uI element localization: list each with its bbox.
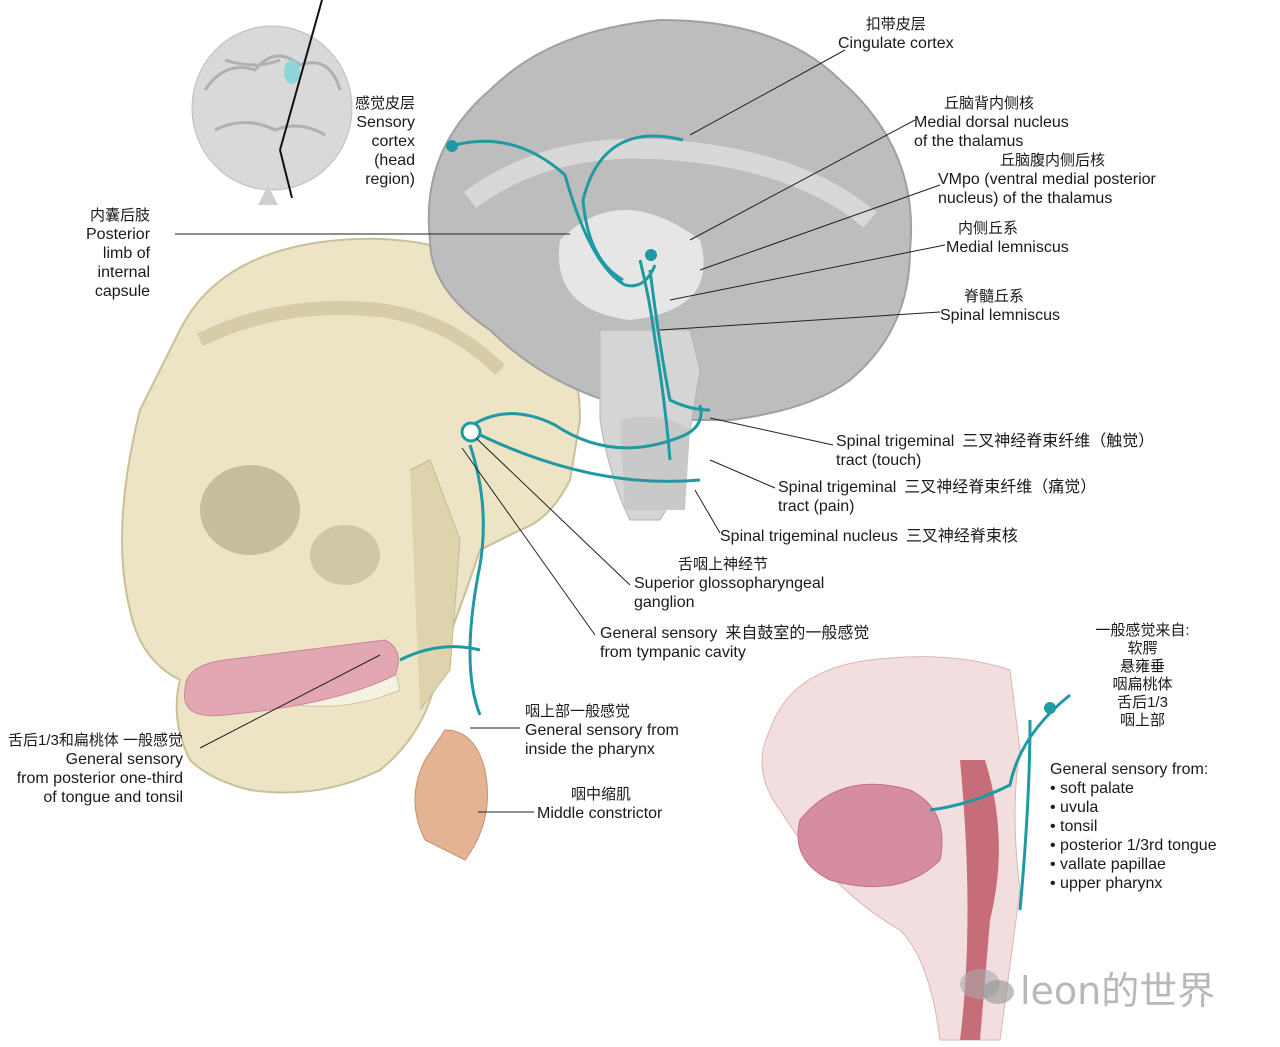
list-item: vallate papillae: [1050, 855, 1217, 874]
watermark-text: leon的世界: [1020, 969, 1216, 1013]
nerve-endpoints: [446, 140, 1056, 714]
right-panel-en-list: General sensory from: soft palate uvula …: [1050, 760, 1217, 893]
small-brain-illustration: [191, 0, 353, 205]
list-item: uvula: [1050, 798, 1217, 817]
constrictor-muscle: [414, 729, 488, 861]
list-item: soft palate: [1050, 779, 1217, 798]
label-spinal-lemniscus: 脊髓丘系 Spinal lemniscus: [940, 288, 1061, 324]
label-cingulate-cortex: 扣带皮层 Cingulate cortex: [838, 16, 954, 52]
label-superior-glossopharyngeal-ganglion: 舌咽上神经节 Superior glossopharyngeal ganglio…: [634, 556, 825, 611]
list-item: posterior 1/3rd tongue: [1050, 836, 1217, 855]
leader-lines: [175, 49, 946, 813]
list-item: tonsil: [1050, 817, 1217, 836]
label-internal-capsule: 内囊后肢 Posterior limb of internal capsule: [86, 207, 151, 300]
wechat-icon: [960, 969, 1014, 1004]
label-sensory-cortex: 感觉皮层 Sensory cortex (head region): [355, 95, 416, 188]
right-panel-zh-list: 一般感觉来自: 软腭 悬雍垂 咽扁桃体 舌后1/3 咽上部: [1095, 622, 1190, 729]
nerve-pathways: [399, 134, 1071, 911]
label-tongue-tonsil: 舌后1/3和扁桃体 一般感觉 General sensory from post…: [8, 732, 184, 806]
label-pharynx-inside: 咽上部一般感觉 General sensory from inside the …: [525, 703, 679, 758]
list-item: upper pharynx: [1050, 874, 1217, 893]
brain-section: [427, 18, 913, 521]
pharynx-section: [761, 656, 1021, 1041]
label-vmpo: 丘脑腹内侧后核 VMpo (ventral medial posterior n…: [938, 152, 1156, 207]
label-middle-constrictor: 咽中缩肌 Middle constrictor: [537, 786, 663, 822]
tongue-illustration: [184, 639, 399, 717]
label-medial-lemniscus: 内侧丘系 Medial lemniscus: [946, 220, 1069, 256]
label-medial-dorsal-nucleus: 丘脑背内侧核 Medial dorsal nucleus of the thal…: [914, 95, 1069, 150]
